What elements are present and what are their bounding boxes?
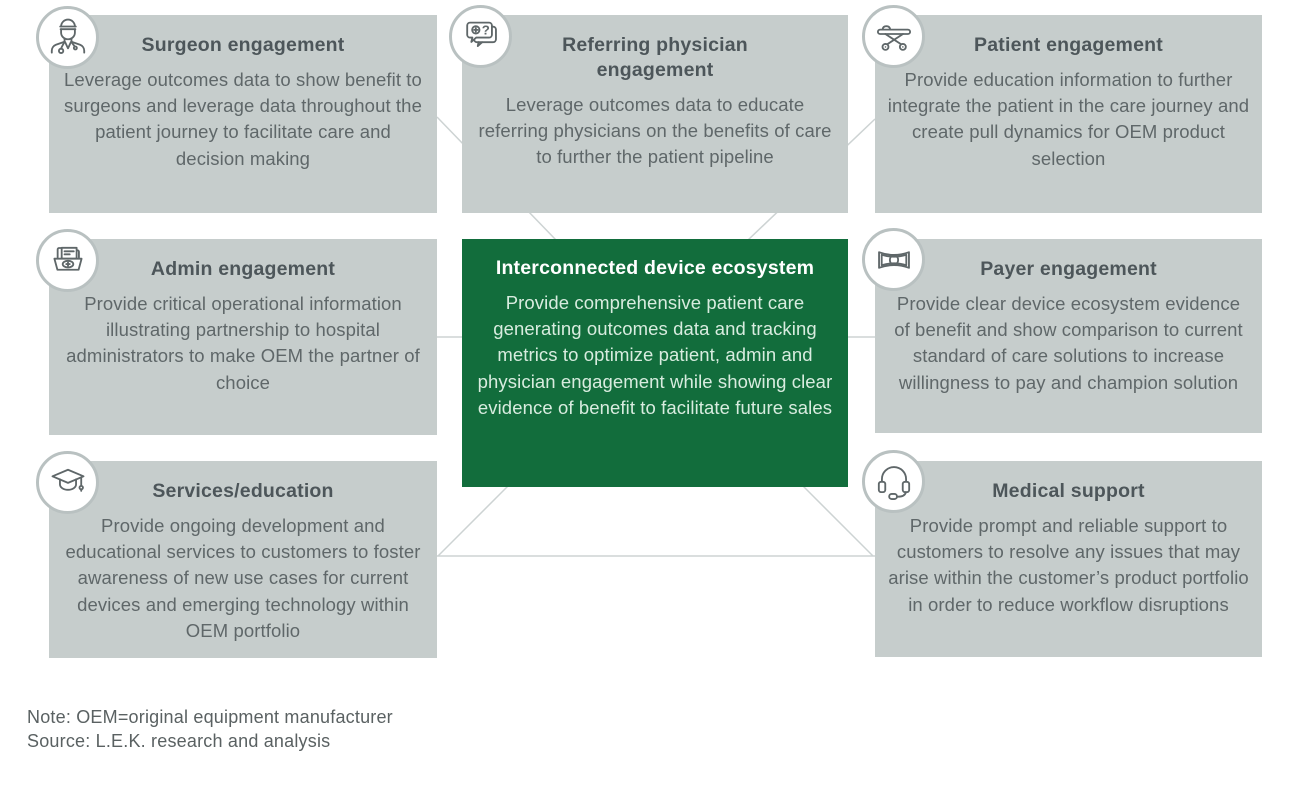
card-body: Leverage outcomes data to show benefit t… [64, 68, 422, 169]
card-body: Provide prompt and reliable support to c… [888, 514, 1249, 615]
card-body: Leverage outcomes data to educate referr… [478, 93, 832, 168]
center-title: Interconnected device ecosystem [495, 257, 815, 279]
note-line: Note: OEM=original equipment manufacture… [27, 707, 393, 727]
folder-icon [36, 229, 99, 292]
medical-support-card: Medical support Provide prompt and relia… [875, 461, 1262, 657]
svg-text:?: ? [481, 22, 489, 37]
headset-icon [862, 450, 925, 513]
admin-engagement-card: Admin engagement Provide critical operat… [49, 239, 437, 435]
source-line: Source: L.E.K. research and analysis [27, 730, 331, 751]
graduation-cap-icon [36, 451, 99, 514]
card-title: Referring physician engagement [562, 34, 748, 81]
card-title: Medical support [992, 480, 1145, 502]
card-title: Services/education [152, 480, 334, 502]
payer-engagement-card: Payer engagement Provide clear device ec… [875, 239, 1262, 433]
patient-engagement-card: Patient engagement Provide education inf… [875, 15, 1262, 213]
speech-bubbles-icon: ? [449, 5, 512, 68]
card-title: Payer engagement [980, 258, 1157, 280]
card-body: Provide education information to further… [887, 68, 1250, 169]
referring-physician-engagement-card: Referring physician engagement Leverage … [462, 15, 848, 213]
center-body: Provide comprehensive patient care gener… [477, 291, 833, 419]
footnotes: Note: OEM=original equipment manufacture… [27, 706, 393, 753]
banknote-icon [862, 228, 925, 291]
surgeon-engagement-card: Surgeon engagement Leverage outcomes dat… [49, 15, 437, 213]
card-title: Patient engagement [974, 34, 1163, 56]
interconnected-device-ecosystem-card: Interconnected device ecosystem Provide … [462, 239, 848, 487]
card-title: Surgeon engagement [141, 34, 345, 56]
card-body: Provide clear device ecosystem evidence … [894, 292, 1243, 393]
stretcher-icon [862, 5, 925, 68]
card-body: Provide critical operational information… [66, 292, 420, 393]
surgeon-icon [36, 6, 99, 69]
card-title: Admin engagement [150, 258, 336, 280]
services-education-card: Services/education Provide ongoing devel… [49, 461, 437, 658]
card-body: Provide ongoing development and educatio… [65, 514, 421, 642]
